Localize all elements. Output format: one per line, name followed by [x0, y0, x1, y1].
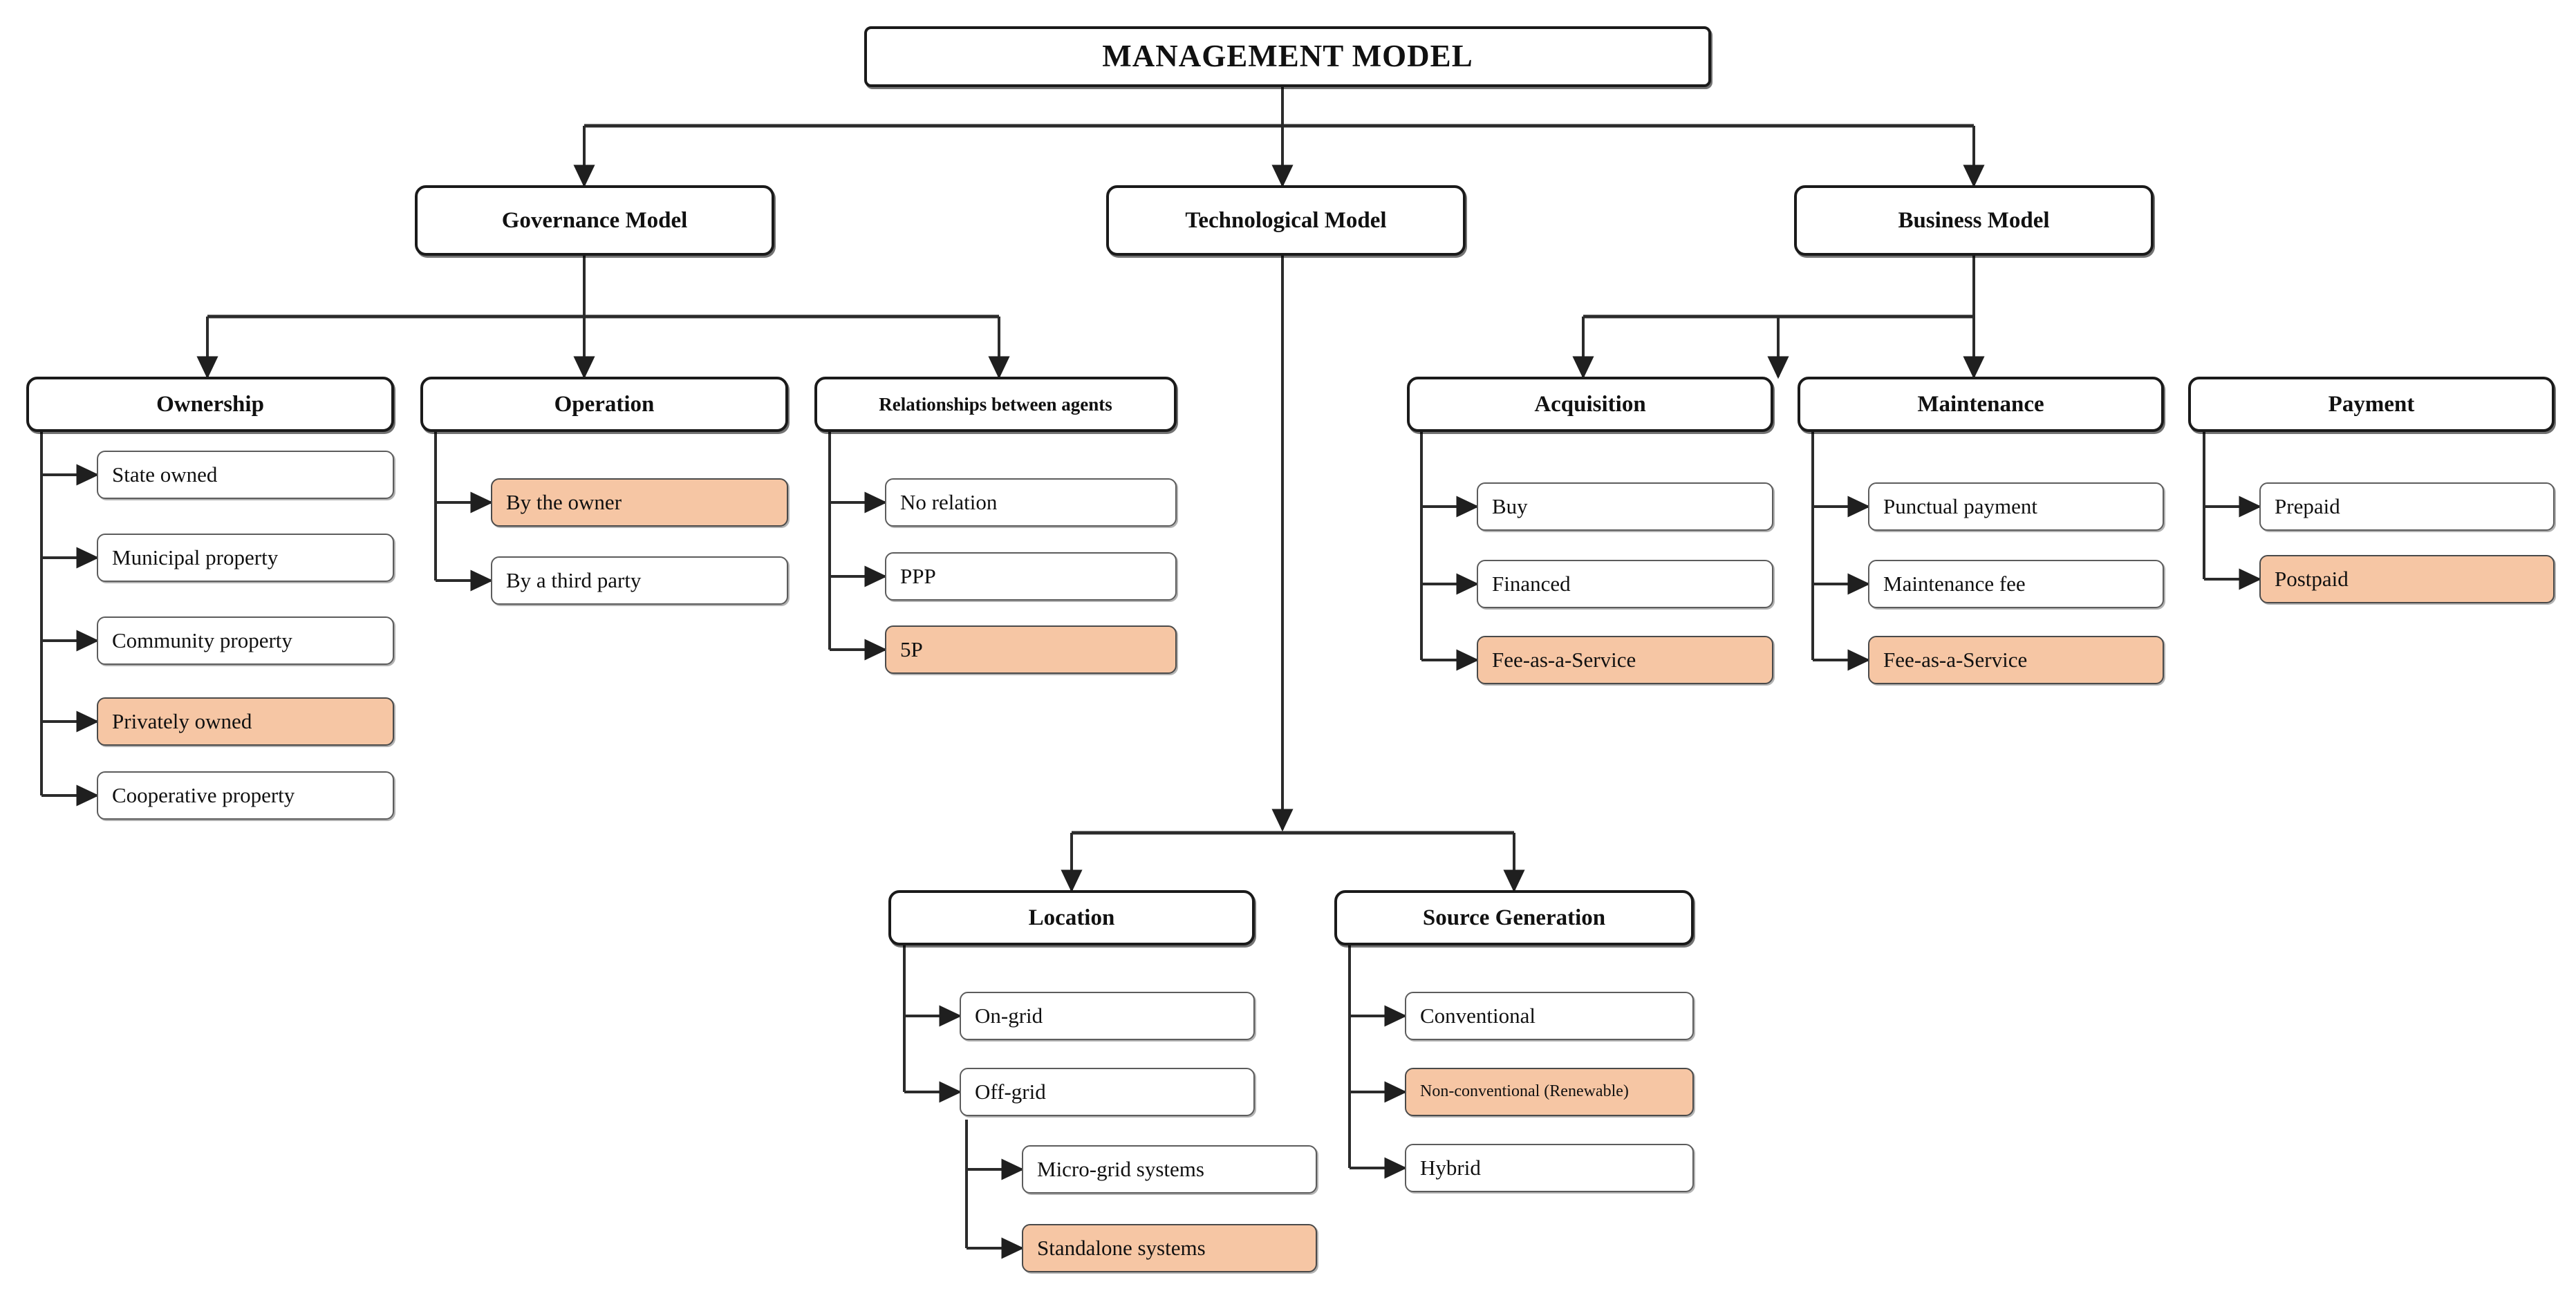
leaf-standalone-systems[interactable]: Standalone systems [1022, 1224, 1317, 1272]
leaf-label: Micro-grid systems [1037, 1156, 1204, 1181]
leaf-label: Financed [1492, 571, 1571, 596]
node-ownership[interactable]: Ownership [26, 377, 394, 432]
node-label: Maintenance [1917, 391, 2044, 417]
leaf-label: Maintenance fee [1883, 571, 2026, 596]
leaf-by-the-owner[interactable]: By the owner [491, 478, 788, 527]
leaf-label: Fee-as-a-Service [1883, 647, 2028, 672]
node-relationships-between-agents[interactable]: Relationships between agents [814, 377, 1177, 432]
leaf-label: Cooperative property [112, 782, 295, 807]
leaf-label: 5P [900, 637, 923, 661]
leaf-municipal-property[interactable]: Municipal property [97, 534, 394, 582]
leaf-label: By the owner [506, 489, 622, 514]
leaf-label: Buy [1492, 493, 1528, 518]
node-source-generation[interactable]: Source Generation [1334, 890, 1694, 945]
leaf-maintenance-fee[interactable]: Maintenance fee [1868, 560, 2164, 608]
leaf-label: PPP [900, 563, 936, 588]
leaf-community-property[interactable]: Community property [97, 616, 394, 665]
leaf-label: Conventional [1420, 1003, 1536, 1028]
leaf-label: Community property [112, 628, 292, 652]
leaf-label: Prepaid [2275, 493, 2340, 518]
leaf-micro-grid-systems[interactable]: Micro-grid systems [1022, 1145, 1317, 1194]
node-technological-model[interactable]: Technological Model [1106, 185, 1466, 256]
node-label: MANAGEMENT MODEL [1102, 39, 1473, 74]
node-label: Location [1028, 905, 1115, 930]
leaf-acquisition-fee-as-a-service[interactable]: Fee-as-a-Service [1477, 636, 1773, 684]
leaf-on-grid[interactable]: On-grid [960, 992, 1255, 1040]
leaf-label: Punctual payment [1883, 493, 2037, 518]
leaf-conventional[interactable]: Conventional [1405, 992, 1694, 1040]
node-label: Operation [554, 391, 655, 417]
leaf-label: Municipal property [112, 545, 279, 569]
node-payment[interactable]: Payment [2188, 377, 2555, 432]
leaf-label: State owned [112, 462, 218, 487]
leaf-label: No relation [900, 489, 998, 514]
node-business-model[interactable]: Business Model [1794, 185, 2154, 256]
node-location[interactable]: Location [888, 890, 1255, 945]
leaf-privately-owned[interactable]: Privately owned [97, 697, 394, 746]
leaf-ppp[interactable]: PPP [885, 552, 1177, 601]
leaf-cooperative-property[interactable]: Cooperative property [97, 771, 394, 820]
leaf-label: Non-conventional (Renewable) [1420, 1082, 1629, 1101]
leaf-punctual-payment[interactable]: Punctual payment [1868, 482, 2164, 531]
leaf-hybrid[interactable]: Hybrid [1405, 1144, 1694, 1192]
node-label: Payment [2328, 391, 2415, 417]
leaf-state-owned[interactable]: State owned [97, 451, 394, 499]
leaf-buy[interactable]: Buy [1477, 482, 1773, 531]
node-label: Acquisition [1534, 391, 1646, 417]
node-label: Technological Model [1185, 207, 1387, 233]
leaf-label: Fee-as-a-Service [1492, 647, 1636, 672]
leaf-maintenance-fee-as-a-service[interactable]: Fee-as-a-Service [1868, 636, 2164, 684]
leaf-no-relation[interactable]: No relation [885, 478, 1177, 527]
node-label: Governance Model [501, 207, 688, 233]
leaf-by-a-third-party[interactable]: By a third party [491, 556, 788, 605]
leaf-label: Hybrid [1420, 1155, 1481, 1180]
leaf-label: On-grid [975, 1003, 1043, 1028]
node-acquisition[interactable]: Acquisition [1407, 377, 1773, 432]
leaf-label: Off-grid [975, 1079, 1046, 1104]
node-governance-model[interactable]: Governance Model [415, 185, 774, 256]
node-maintenance[interactable]: Maintenance [1798, 377, 2164, 432]
leaf-financed[interactable]: Financed [1477, 560, 1773, 608]
node-label: Business Model [1898, 207, 2050, 233]
leaf-postpaid[interactable]: Postpaid [2259, 555, 2555, 603]
leaf-non-conventional-renewable[interactable]: Non-conventional (Renewable) [1405, 1068, 1694, 1116]
leaf-off-grid[interactable]: Off-grid [960, 1068, 1255, 1116]
leaf-prepaid[interactable]: Prepaid [2259, 482, 2555, 531]
leaf-label: By a third party [506, 567, 642, 592]
node-label: Source Generation [1422, 905, 1606, 930]
node-label: Ownership [156, 391, 264, 417]
node-operation[interactable]: Operation [420, 377, 788, 432]
node-management-model[interactable]: MANAGEMENT MODEL [864, 26, 1711, 87]
leaf-label: Postpaid [2275, 566, 2349, 591]
leaf-5p[interactable]: 5P [885, 625, 1177, 674]
node-label: Relationships between agents [879, 393, 1112, 415]
leaf-label: Standalone systems [1037, 1235, 1206, 1260]
leaf-label: Privately owned [112, 708, 252, 733]
